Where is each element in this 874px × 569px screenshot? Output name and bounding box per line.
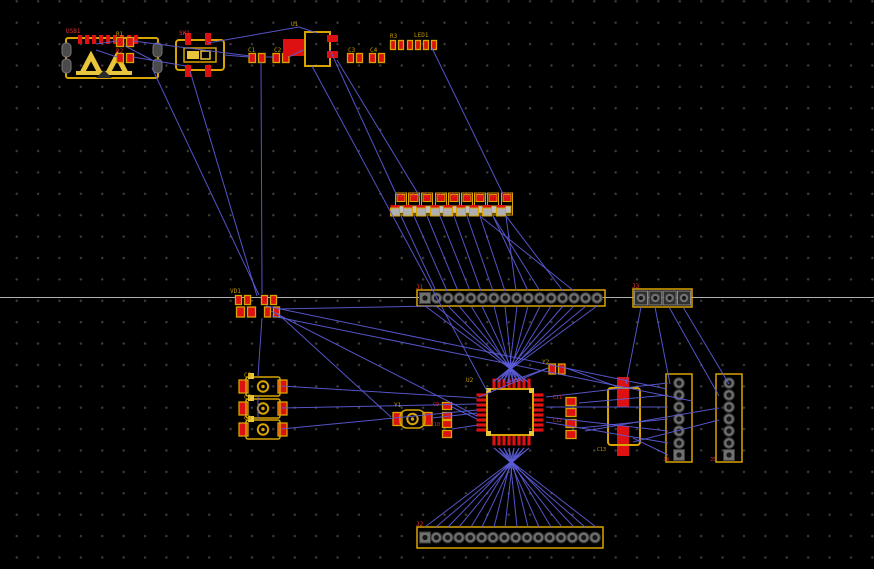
refdes-label: LED1	[414, 32, 429, 39]
refdes-label: J3	[632, 283, 640, 290]
refdes-label: C7	[244, 394, 252, 401]
j3-header[interactable]	[632, 288, 693, 308]
vd1-a[interactable]	[234, 294, 252, 306]
refdes-label: U1	[291, 21, 299, 28]
pad-2[interactable]	[403, 205, 413, 217]
c7-cap[interactable]	[238, 395, 288, 419]
refdes-label: R12	[489, 193, 498, 199]
led1[interactable]	[422, 39, 438, 51]
c8-cap[interactable]	[238, 416, 288, 440]
refdes-label: R5	[397, 193, 403, 199]
refdes-label: C6	[244, 372, 252, 379]
refdes-label: U2	[466, 377, 474, 384]
refdes-label: C10	[431, 422, 440, 428]
r3[interactable]	[389, 39, 405, 51]
refdes-label: R6	[410, 193, 416, 199]
refdes-label: C12	[553, 418, 562, 424]
y1-crystal[interactable]	[392, 409, 433, 429]
u2-mcu[interactable]	[476, 378, 544, 446]
refdes-label: C1	[248, 47, 256, 54]
refdes-label: J5	[710, 457, 716, 463]
refdes-label: R2	[116, 48, 124, 55]
pad-8[interactable]	[482, 205, 492, 217]
j2-header[interactable]	[416, 526, 604, 549]
r11[interactable]	[474, 192, 486, 216]
refdes-label: C13	[597, 447, 606, 453]
components-layer	[61, 31, 743, 549]
refdes-label: C8	[244, 415, 252, 422]
refdes-label: Y1	[394, 402, 402, 409]
refdes-label: SW1	[179, 30, 190, 37]
c4[interactable]	[368, 52, 386, 64]
vd1-b[interactable]	[260, 294, 278, 306]
refdes-label: J1	[416, 284, 424, 291]
refdes-label: USB1	[66, 28, 81, 35]
refdes-label: R7	[423, 193, 429, 199]
refdes-label: R13	[502, 193, 511, 199]
ratsnest-lines	[95, 26, 730, 528]
pad-5[interactable]	[443, 205, 453, 217]
refdes-label: R1	[116, 31, 124, 38]
r1[interactable]	[115, 36, 135, 48]
c1[interactable]	[248, 52, 266, 64]
r7[interactable]	[421, 192, 433, 216]
y2[interactable]	[548, 363, 566, 375]
pad-9[interactable]	[496, 205, 506, 217]
refdes-label: C3	[348, 47, 356, 54]
vd1-c[interactable]	[235, 306, 257, 318]
refdes-label: R3	[390, 33, 398, 40]
refdes-label: J2	[416, 521, 424, 528]
j4-header[interactable]	[665, 373, 693, 463]
refdes-label: R9	[450, 193, 456, 199]
pad-3[interactable]	[416, 205, 426, 217]
c10[interactable]	[441, 419, 453, 439]
refdes-label: R10	[463, 193, 472, 199]
sw1-switch[interactable]	[175, 33, 225, 77]
c12[interactable]	[565, 418, 577, 440]
refdes-label: VD1	[230, 288, 241, 295]
pad-4[interactable]	[430, 205, 440, 217]
refdes-label: R8	[436, 193, 442, 199]
refdes-label: Y2	[542, 359, 550, 366]
pad-6[interactable]	[456, 205, 466, 217]
u1-regulator[interactable]	[283, 31, 338, 67]
pad-7[interactable]	[469, 205, 479, 217]
refdes-label: J4	[663, 457, 669, 463]
refdes-label: C11	[553, 395, 562, 401]
refdes-label: C2	[274, 47, 282, 54]
r4[interactable]	[406, 39, 422, 51]
c3[interactable]	[346, 52, 364, 64]
refdes-label: R11	[476, 193, 485, 199]
c11[interactable]	[565, 396, 577, 418]
r2[interactable]	[115, 52, 135, 64]
refdes-label: C9	[433, 402, 439, 408]
j5-header[interactable]	[715, 373, 743, 463]
j1-header[interactable]	[416, 289, 606, 307]
refdes-label: C4	[370, 47, 378, 54]
